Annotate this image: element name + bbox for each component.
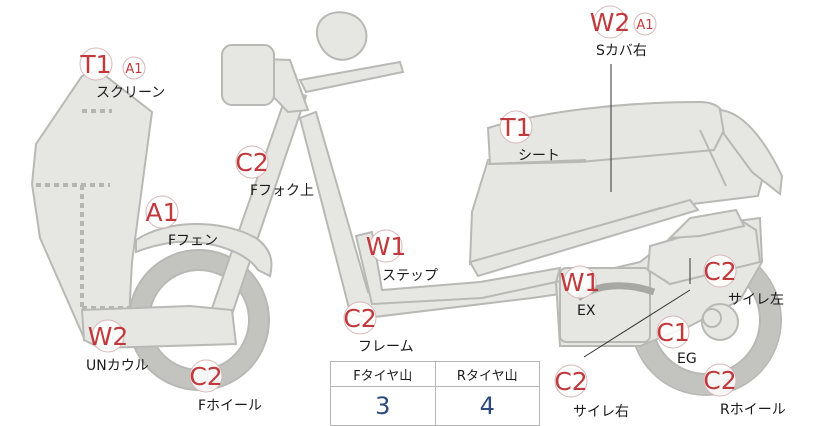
leader-muffler-right [583, 289, 691, 358]
code-badge [235, 145, 269, 179]
label-under-cowl[interactable]: W2 UNカウル [86, 319, 149, 374]
sub-code-badge [122, 56, 146, 80]
part-name: Fフェン [168, 233, 218, 249]
code-badge [703, 254, 737, 288]
label-rear-wheel[interactable]: C2 Rホイール [703, 363, 786, 418]
part-name: Rホイール [720, 402, 786, 418]
part-name: Sカバ右 [596, 43, 647, 59]
label-muffler-left[interactable]: C2 サイレ左 [703, 254, 784, 308]
sub-code-badge [633, 12, 657, 36]
damage-code: T1 [499, 113, 531, 142]
code-badge [189, 359, 223, 393]
label-step[interactable]: W1 ステップ [366, 229, 438, 284]
damage-code: T1 [79, 50, 111, 79]
damage-code: W1 [366, 232, 407, 261]
damage-code: A1 [145, 198, 178, 227]
label-front-wheel[interactable]: C2 Fホイール [189, 359, 262, 414]
headlight-shape [221, 44, 275, 106]
front-tire-tread-value: 3 [330, 386, 436, 426]
damage-code: C2 [554, 367, 587, 396]
label-front-fork-upper[interactable]: C2 Fフォク上 [235, 145, 314, 199]
code-badge [703, 363, 737, 397]
damage-code: C2 [343, 304, 376, 333]
label-screen[interactable]: T1 A1 スクリーン [79, 47, 165, 101]
label-exhaust[interactable]: W1 EX [560, 265, 601, 319]
part-name: Fフォク上 [250, 183, 314, 199]
damage-code: C2 [703, 257, 736, 286]
part-name: サイレ左 [728, 292, 784, 308]
front-tire-tread-header: Fタイヤ山 [330, 361, 436, 387]
mirror-shape [315, 11, 368, 61]
handlebar-shape [298, 60, 405, 94]
damage-sub-code: A1 [636, 18, 653, 33]
part-name: EX [577, 303, 596, 319]
part-name: サイレ右 [573, 404, 629, 420]
code-badge [499, 110, 533, 144]
code-badge [91, 319, 125, 353]
code-badge [554, 364, 588, 398]
code-badge [145, 195, 179, 229]
part-name: UNカウル [86, 358, 149, 374]
label-frame[interactable]: C2 フレーム [343, 301, 414, 355]
damage-code: C2 [703, 366, 736, 395]
code-badge [593, 5, 627, 39]
label-front-fender[interactable]: A1 Fフェン [145, 195, 218, 249]
damage-code: W2 [88, 322, 129, 351]
label-s-cover-right[interactable]: W2 A1 Sカバ右 [590, 5, 657, 59]
code-badge [79, 47, 113, 81]
damage-code: W2 [590, 8, 631, 37]
damage-code: C2 [235, 148, 268, 177]
part-name: フレーム [358, 339, 414, 355]
label-engine[interactable]: C1 EG [656, 315, 697, 367]
part-name: スクリーン [96, 85, 165, 101]
label-seat[interactable]: T1 シート [499, 110, 560, 164]
rear-tire-tread-header: Rタイヤ山 [434, 361, 540, 387]
tire-tread-table: Fタイヤ山 Rタイヤ山 3 4 [330, 361, 540, 426]
code-badge [343, 301, 377, 335]
front-fender-shape [135, 223, 273, 278]
part-name: Fホイール [198, 398, 262, 414]
part-name: ステップ [382, 268, 438, 284]
code-badge [656, 315, 690, 349]
damage-code: C2 [189, 362, 222, 391]
damage-code: C1 [656, 318, 689, 347]
code-badge [563, 265, 597, 299]
part-name: シート [518, 148, 560, 164]
label-muffler-right[interactable]: C2 サイレ右 [554, 364, 629, 420]
tail-shape [718, 108, 784, 196]
code-badge [369, 229, 403, 263]
part-name: EG [677, 351, 697, 367]
damage-code: W1 [560, 268, 601, 297]
rear-tire-tread-value: 4 [434, 386, 540, 426]
damage-sub-code: A1 [125, 62, 142, 77]
